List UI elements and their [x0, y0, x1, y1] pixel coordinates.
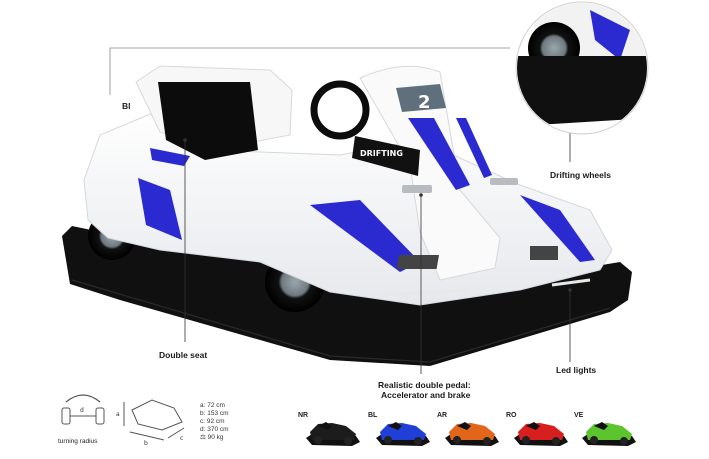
double-seat-label: Double seat	[159, 350, 208, 360]
svg-text:DRIFTING: DRIFTING	[360, 149, 403, 158]
pedal-label-line2: Accelerator and brake	[381, 390, 471, 400]
spec-d: d: 370 cm	[200, 426, 229, 433]
dimension-diagram: a b c	[116, 399, 185, 446]
svg-text:2: 2	[418, 92, 431, 113]
kart-thumbnail-bl	[376, 422, 430, 446]
svg-text:d: d	[80, 407, 84, 414]
spec-c: c: 92 cm	[200, 418, 225, 425]
bumper	[62, 226, 632, 366]
svg-text:b: b	[144, 440, 148, 446]
spec-weight-value: 90 kg	[207, 434, 224, 441]
spec-weight: ⚖ 90 kg	[200, 434, 224, 442]
pedal-label-line1: Realistic double pedal:	[378, 380, 471, 390]
led-lights-label: Led lights	[556, 365, 597, 375]
svg-text:a: a	[116, 411, 120, 418]
svg-text:c: c	[180, 435, 183, 442]
variant-code-ro: RO	[506, 412, 517, 419]
variant-code-ve: VE	[574, 412, 584, 419]
variant-code-bl: BL	[368, 412, 378, 419]
spec-b: b: 153 cm	[200, 410, 229, 417]
variant-code-label: Bl	[122, 101, 131, 111]
kart-thumbnail-ro	[514, 422, 568, 446]
kart-thumbnail-nr	[306, 422, 360, 446]
turning-radius-label: turning radius	[58, 438, 98, 445]
steering-wheel	[310, 80, 370, 140]
turning-radius-diagram: d	[61, 394, 105, 425]
weight-icon: ⚖	[200, 434, 206, 441]
variant-code-nr: NR	[298, 412, 309, 419]
spec-a: a: 72 cm	[200, 402, 225, 409]
kart-thumbnail-ve	[582, 422, 636, 446]
variant-code-ar: AR	[437, 412, 448, 419]
wheel-detail-zoom	[515, 1, 649, 135]
drifting-wheels-label: Drifting wheels	[550, 170, 611, 180]
kart-thumbnail-ar	[445, 422, 499, 446]
